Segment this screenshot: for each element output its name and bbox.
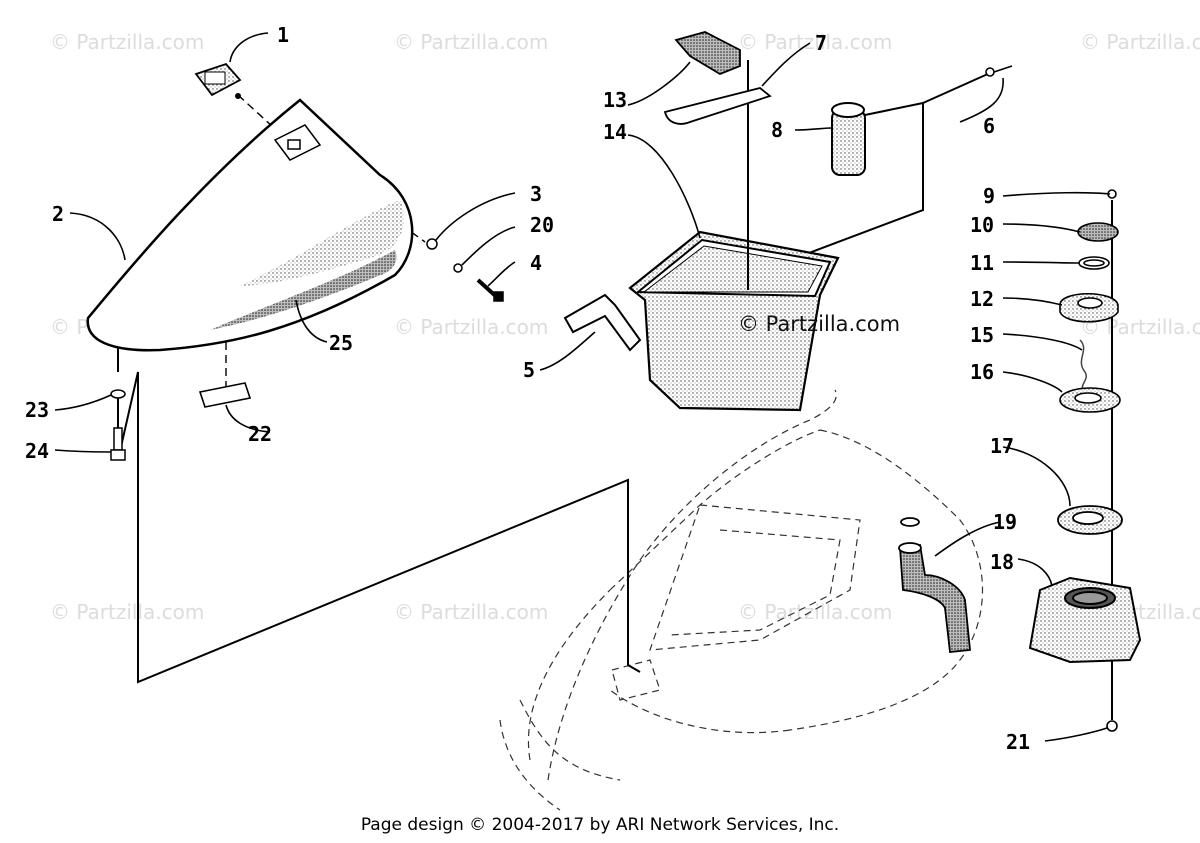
latch-clip (194, 62, 242, 99)
strap (663, 87, 772, 125)
watermark: © Partzilla.com (394, 600, 549, 624)
callout-14: 14 (603, 120, 628, 144)
watermark: © Partzilla.com (1080, 30, 1200, 54)
callout-7: 7 (815, 31, 828, 55)
callout-5: 5 (523, 358, 536, 382)
hardware-fasteners (426, 238, 504, 302)
center-watermark: © Partzilla.com (738, 312, 901, 336)
callout-2: 2 (52, 202, 65, 226)
bin-bracket (563, 293, 642, 352)
callout-19: 19 (993, 510, 1018, 534)
bottom-nut (1106, 720, 1118, 732)
storage-bin (628, 210, 840, 412)
watermark: © Partzilla.com (394, 30, 549, 54)
callout-16: 16 (970, 360, 995, 384)
flex-hose (898, 517, 971, 653)
callout-4: 4 (530, 251, 543, 275)
callout-20: 20 (530, 213, 555, 237)
watermark: © Partzilla.com (394, 315, 549, 339)
watermark: © Partzilla.com (738, 600, 893, 624)
cylinder-knob (831, 102, 866, 176)
buckle (674, 31, 741, 76)
callout-21: 21 (1006, 730, 1031, 754)
watermark: © Partzilla.com (50, 30, 205, 54)
callout-23: 23 (25, 398, 50, 422)
chassis-outline (499, 389, 983, 811)
callout-22: 22 (248, 422, 273, 446)
callout-17: 17 (990, 434, 1015, 458)
callout-13: 13 (603, 88, 628, 112)
hood-cover (86, 98, 414, 352)
callout-leaders (54, 32, 1111, 742)
callout-12: 12 (970, 287, 995, 311)
callout-25: 25 (329, 331, 354, 355)
filler-housing (1028, 576, 1142, 664)
callout-15: 15 (970, 323, 995, 347)
gasket-ring (1057, 505, 1123, 535)
cap-assembly (1059, 189, 1121, 413)
pin (985, 65, 1013, 77)
callout-18: 18 (990, 550, 1015, 574)
watermark: © Partzilla.com (50, 600, 205, 624)
callout-1: 1 (277, 23, 290, 47)
copyright-footer: Page design © 2004-2017 by ARI Network S… (360, 815, 840, 835)
pad-part (198, 382, 252, 408)
watermark: © Partzilla.com (738, 30, 893, 54)
callout-24: 24 (25, 439, 50, 463)
callout-9: 9 (983, 184, 996, 208)
callout-6: 6 (983, 114, 996, 138)
callout-10: 10 (970, 213, 995, 237)
callout-8: 8 (771, 118, 784, 142)
callout-11: 11 (970, 251, 995, 275)
callout-3: 3 (530, 182, 543, 206)
washer-bolt (110, 389, 126, 461)
